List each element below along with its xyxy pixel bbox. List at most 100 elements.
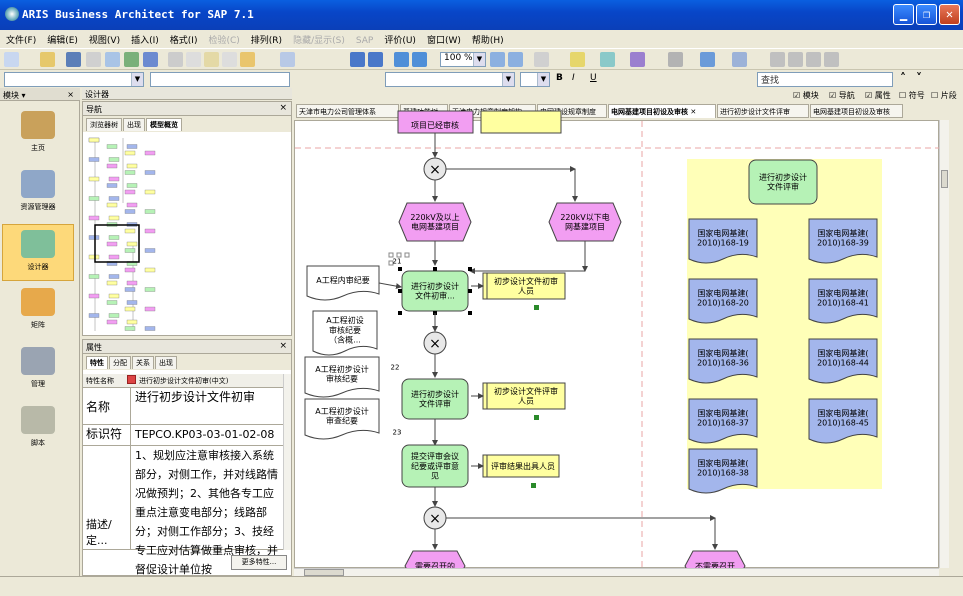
selection-handle[interactable] (388, 260, 394, 266)
font-combo[interactable]: ▼ (4, 72, 144, 87)
undo-icon[interactable] (350, 52, 365, 67)
underline-button[interactable]: U (590, 73, 597, 83)
cut-icon[interactable] (168, 52, 183, 67)
grid-icon[interactable] (534, 52, 549, 67)
regulation-doc-left-3[interactable] (688, 398, 758, 444)
module-matrix[interactable]: 矩阵 (2, 283, 74, 340)
close-button[interactable]: ✕ (939, 4, 960, 25)
selection-handle[interactable] (398, 267, 402, 271)
menu-item-10[interactable]: 窗口(W) (426, 36, 461, 46)
regulation-doc-left-1[interactable] (688, 278, 758, 324)
selection-handle[interactable] (396, 252, 402, 258)
regulation-doc-right-0[interactable] (808, 218, 878, 264)
attr-tab-2[interactable]: 关系 (132, 356, 154, 369)
nav-next-icon[interactable] (806, 52, 821, 67)
new-icon[interactable] (4, 52, 19, 67)
doc-design-audit-minutes-2[interactable] (304, 356, 380, 398)
zoom-select[interactable]: 100 %▼ (440, 52, 486, 67)
menu-item-11[interactable]: 帮助(H) (471, 36, 504, 46)
doc-design-audit-minutes[interactable] (312, 310, 378, 356)
open-icon[interactable] (40, 52, 55, 67)
regulation-doc-left-0[interactable] (688, 218, 758, 264)
attr-scrollbar[interactable] (283, 374, 291, 550)
doc-design-review-minutes[interactable] (304, 398, 380, 440)
regulation-doc-right-3[interactable] (808, 398, 878, 444)
menu-item-7[interactable]: 隐藏/显示(S) (293, 36, 345, 46)
nav-tab-2[interactable]: 模型概览 (146, 118, 182, 131)
menu-item-8[interactable]: SAP (355, 36, 374, 46)
language-flag-icon[interactable] (127, 375, 136, 384)
doc-tab-4[interactable]: 电网基建项目初设及审核 ✕ (608, 104, 716, 118)
menu-item-5[interactable]: 检验(C) (208, 36, 240, 46)
fragment-checkbox[interactable]: ☐ 片段 (931, 91, 957, 100)
attr-tab-0[interactable]: 特性 (86, 356, 108, 369)
module-explorer[interactable]: 资源管理器 (2, 165, 74, 222)
role-evaluation-staff[interactable] (482, 382, 566, 410)
viewport-rect[interactable] (94, 224, 140, 263)
attr-checkbox[interactable]: ☑ 属性 (865, 91, 891, 100)
save-icon[interactable] (66, 52, 81, 67)
print-icon[interactable] (86, 52, 101, 67)
nav-prev-icon[interactable] (788, 52, 803, 67)
menu-item-0[interactable]: 文件(F) (6, 36, 37, 46)
doc-tab-0[interactable]: 天津市电力公司管理体系 (296, 104, 399, 118)
redo-icon[interactable] (368, 52, 383, 67)
report-icon[interactable] (143, 52, 158, 67)
properties-icon[interactable] (668, 52, 683, 67)
top-role[interactable] (480, 110, 562, 134)
attr-row-name[interactable]: 名称进行初步设计文件初审 (83, 388, 283, 425)
model-icon[interactable] (630, 52, 645, 67)
role-review-staff[interactable] (482, 272, 566, 300)
zoom-out-icon[interactable] (508, 52, 523, 67)
menu-item-4[interactable]: 格式(I) (169, 36, 198, 46)
paste-icon[interactable] (204, 52, 219, 67)
module-checkbox[interactable]: ☑ 模块 (793, 91, 819, 100)
nav-last-icon[interactable] (824, 52, 839, 67)
style-icon[interactable] (600, 52, 615, 67)
menu-item-1[interactable]: 编辑(E) (47, 36, 78, 46)
nav-checkbox[interactable]: ☑ 导航 (829, 91, 855, 100)
selection-handle[interactable] (398, 289, 402, 293)
doc-tab-5[interactable]: 进行初步设计文件评审 (717, 104, 809, 118)
menu-item-3[interactable]: 插入(I) (131, 36, 159, 46)
menu-item-6[interactable]: 排列(R) (250, 36, 283, 46)
check-icon[interactable] (124, 52, 139, 67)
fontname-combo[interactable]: ▼ (385, 72, 515, 87)
maximize-button[interactable]: ❐ (916, 4, 937, 25)
regulation-doc-right-1[interactable] (808, 278, 878, 324)
window-icon[interactable] (732, 52, 747, 67)
bold-button[interactable]: B (556, 73, 563, 83)
regulation-doc-left-2[interactable] (688, 338, 758, 384)
nav-tab-0[interactable]: 浏览器树 (86, 118, 122, 131)
attr-close-icon[interactable]: × (279, 341, 287, 351)
delete-icon[interactable] (222, 52, 237, 67)
selection-handle[interactable] (433, 267, 437, 271)
nav-first-icon[interactable] (770, 52, 785, 67)
style-combo[interactable] (150, 72, 290, 87)
attr-row-description[interactable]: 描述/定...1、规划应注意审核接入系统部分，对侧工作，并对线路情况做预判；2、… (83, 446, 283, 576)
model-overview-thumbnail[interactable] (83, 133, 291, 336)
selection-handle[interactable] (388, 252, 394, 258)
selection-handle[interactable] (404, 252, 410, 258)
attr-tab-1[interactable]: 分配 (109, 356, 131, 369)
search-input[interactable]: 查找 (757, 72, 893, 87)
layout-icon[interactable] (280, 52, 295, 67)
event-220kv-below[interactable] (548, 202, 622, 242)
align-icon[interactable] (700, 52, 715, 67)
search-up-icon[interactable]: ˄ (900, 71, 906, 85)
back-icon[interactable] (394, 52, 409, 67)
italic-button[interactable]: I (572, 73, 575, 83)
search-down-icon[interactable]: ˅ (916, 71, 922, 85)
doc-tab-6[interactable]: 电网基建项目初设及审核 (810, 104, 903, 118)
canvas-hscroll[interactable] (294, 568, 939, 576)
fontsize-combo[interactable]: ▼ (520, 72, 550, 87)
more-attributes-button[interactable]: 更多特性... (231, 555, 287, 570)
module-header[interactable]: 模块 ▾× (0, 88, 80, 101)
menu-item-2[interactable]: 视图(V) (88, 36, 121, 46)
doc-internal-review-minutes[interactable] (306, 265, 380, 301)
module-admin-gear[interactable]: 管理 (2, 342, 74, 399)
symbol-checkbox[interactable]: ☐ 符号 (899, 91, 925, 100)
selection-handle[interactable] (398, 311, 402, 315)
